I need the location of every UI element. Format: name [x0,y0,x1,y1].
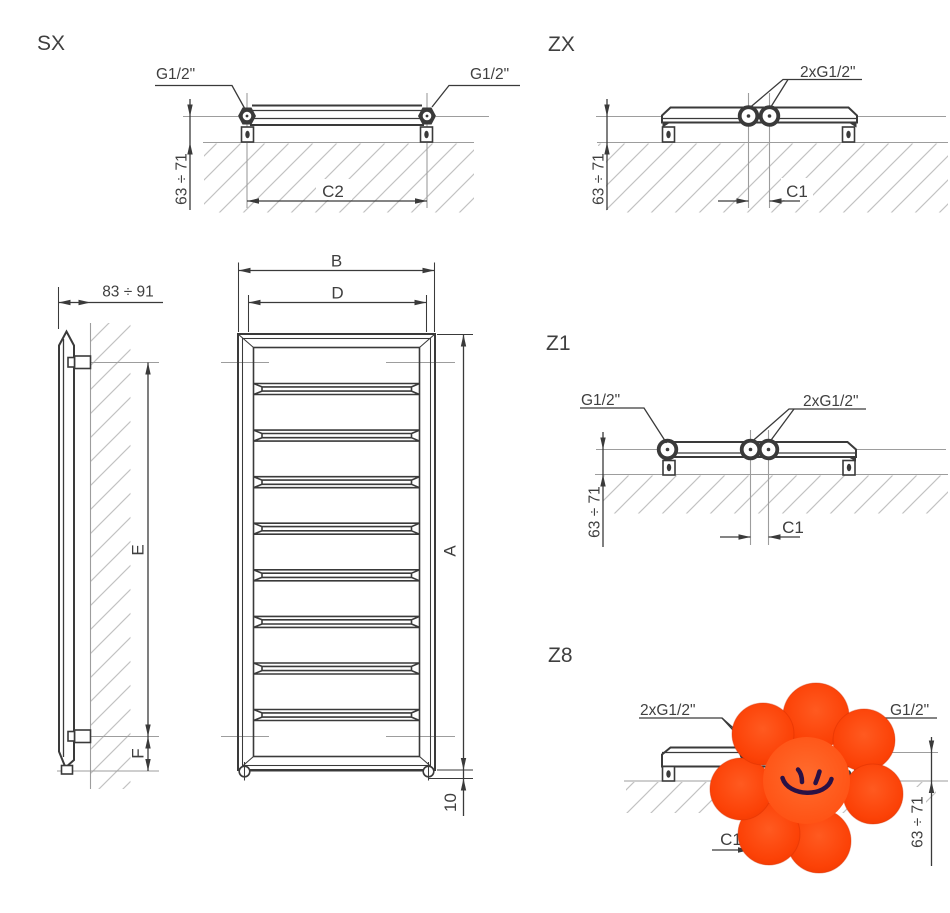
flower-face [763,737,850,824]
height-a-dimension: A [437,333,473,771]
z8-wall-distance-dimension: 63 ÷ 71 [902,737,935,866]
zx-wall-distance-label: 63 ÷ 71 [591,153,608,205]
radiator-rung [253,522,420,535]
sx-wall-distance-label: 63 ÷ 71 [174,153,191,205]
flower-right-eye [813,769,822,786]
zx-center-connectors [737,105,781,127]
flower-left-eye [795,767,805,785]
bracket-offset-dimension: F [129,736,151,771]
zx-center-connection-label: 2xG1/2" [800,64,855,81]
radiator-rung [253,615,420,629]
sx-left-connector [238,107,256,125]
height-a-label: A [441,545,460,557]
bracket-span-label: E [129,544,148,555]
wall-depth-dimension: 83 ÷ 91 [57,281,163,329]
sx-right-connector [418,107,436,125]
zx-center-connection-callout: 2xG1/2" [749,64,862,108]
flower-smile [780,775,834,795]
sx-spacing-label: C2 [322,182,344,201]
z1-connectors [656,438,780,461]
width-b-dimension: B [237,252,436,332]
side-view: 83 ÷ 91 E F [57,281,163,789]
sx-wall-hatch [204,143,474,213]
sx-right-connection-label: G1/2" [470,66,509,83]
radiator-feet [238,762,435,781]
z1-wall-hatch [596,475,948,514]
zx-wall-distance-dimension: 63 ÷ 71 [585,99,610,213]
z1-left-connection-label: G1/2" [581,392,620,409]
width-d-dimension: D [247,284,428,332]
radiator-rung [253,475,420,489]
radiator-rung [253,708,420,722]
zx-label: ZX [548,33,575,56]
sx-radiator-bar [250,104,424,126]
sx-left-connection-label: G1/2" [156,66,195,83]
flower-petals [709,682,904,874]
z1-wall-distance-label: 63 ÷ 71 [587,486,604,538]
z8-center-connection-label: 2xG1/2" [640,702,695,719]
z1-left-connection-callout: G1/2" [580,392,668,444]
side-panel [58,329,75,775]
z1-wall-distance-dimension: 63 ÷ 71 [581,432,606,547]
view-zx: ZX 63 ÷ 71 [548,33,948,213]
flower-petal [709,757,773,821]
sx-wall-brackets [240,126,434,143]
width-b-label: B [331,252,342,271]
z8-wall-distance-label: 63 ÷ 71 [910,796,927,848]
width-d-label: D [331,284,343,303]
z8-spacing-label: C1 [720,830,742,849]
flower-smiley-sticker [709,682,904,874]
wall-depth-label: 83 ÷ 91 [102,284,154,301]
bracket-offset-label: F [129,748,148,758]
sx-spacing-dimension: C2 [247,179,427,204]
z8-label: Z8 [548,644,573,667]
foot-clearance-dimension: 10 [429,770,473,816]
z1-center-connection-callout: 2xG1/2" [751,393,866,442]
zx-spacing-dimension: C1 [718,178,813,204]
radiator-rung [253,569,420,582]
side-wall-brackets [67,355,92,744]
side-wall-hatch [91,323,131,789]
zx-wall-brackets [661,126,856,143]
front-view: B D A 10 [221,252,473,816]
z1-wall-brackets [662,459,856,476]
view-sx: SX [37,32,520,213]
sx-label: SX [37,32,65,55]
z1-label: Z1 [546,332,571,355]
z1-center-connection-label: 2xG1/2" [803,393,858,410]
radiator-rung [253,662,420,675]
flower-smiley-face [780,767,834,795]
sx-right-connection-callout: G1/2" [431,66,520,108]
foot-clearance-label: 10 [441,793,460,812]
view-z1: Z1 [546,332,948,547]
sx-wall-distance-dimension: 63 ÷ 71 [174,99,193,210]
sx-left-connection-callout: G1/2" [155,66,246,110]
z1-spacing-label: C1 [782,518,804,537]
zx-wall-hatch [598,143,948,213]
z8-right-connection-label: G1/2" [890,702,929,719]
z1-spacing-dimension: C1 [720,518,804,540]
flower-petal [842,763,904,825]
radiator-rung [253,382,420,396]
radiator-frame [237,333,436,771]
zx-spacing-label: C1 [786,182,808,201]
radiator-rung [253,429,420,442]
bracket-span-dimension: E [129,362,151,737]
radiator-rungs [253,382,420,722]
flower-petal [737,802,801,866]
